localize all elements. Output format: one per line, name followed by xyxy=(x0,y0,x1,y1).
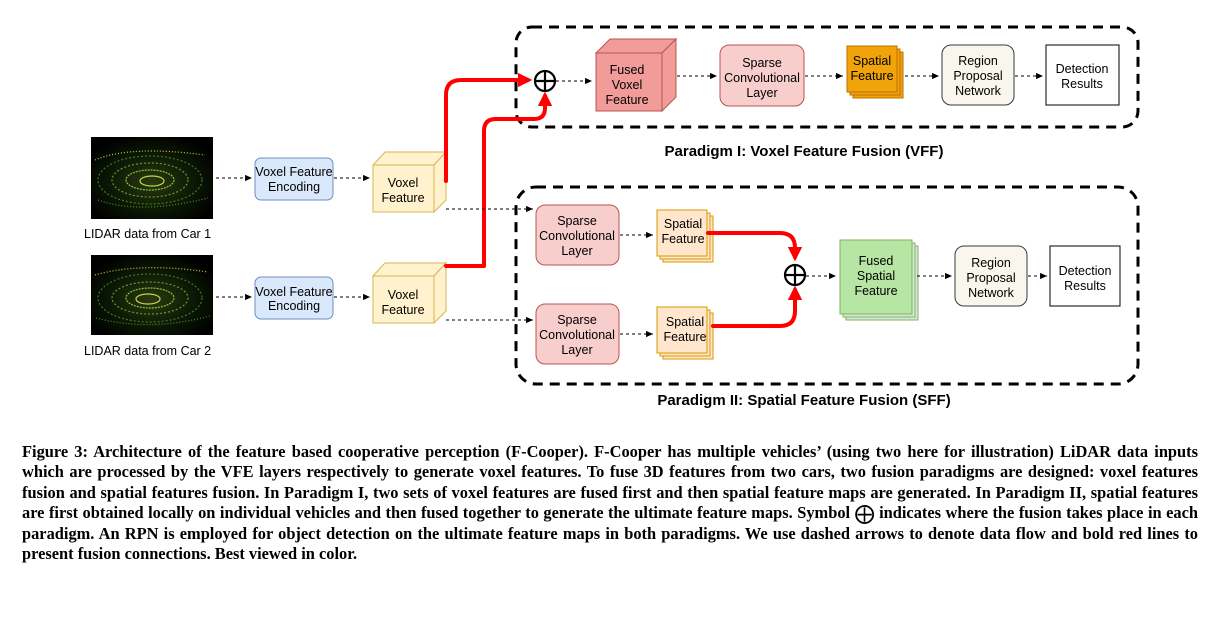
spatial-feature-stack-vff: Spatial Feature xyxy=(846,45,904,99)
svg-text:Proposal: Proposal xyxy=(953,69,1002,83)
svg-text:Spatial: Spatial xyxy=(857,269,895,283)
svg-text:Region: Region xyxy=(971,256,1011,270)
fused-voxel-feature-cube: Fused Voxel Feature xyxy=(594,37,678,113)
svg-text:Encoding: Encoding xyxy=(268,180,320,194)
fusion-symbol-sff xyxy=(783,263,807,287)
sparse-conv-layer-vff: Sparse Convolutional Layer xyxy=(719,44,805,107)
fusion-line-car2-sff xyxy=(711,285,803,328)
svg-text:Sparse: Sparse xyxy=(557,313,597,327)
figure-caption: Figure 3: Architecture of the feature ba… xyxy=(22,442,1198,564)
fusion-line-car1-vff xyxy=(444,72,533,183)
svg-text:Sparse: Sparse xyxy=(742,56,782,70)
svg-text:Voxel: Voxel xyxy=(388,288,419,302)
svg-text:Sparse: Sparse xyxy=(557,214,597,228)
svg-text:Network: Network xyxy=(955,84,1002,98)
svg-text:Convolutional: Convolutional xyxy=(539,229,615,243)
lidar-image-car1 xyxy=(91,137,213,219)
fusion-line-car2-vff xyxy=(444,91,553,268)
paradigm2-frame xyxy=(514,185,1140,386)
svg-text:Detection: Detection xyxy=(1059,264,1112,278)
sparse-conv-layer-sff-car2: Sparse Convolutional Layer xyxy=(535,303,620,365)
svg-text:Convolutional: Convolutional xyxy=(539,328,615,342)
fused-spatial-feature-stack: Fused Spatial Feature xyxy=(839,239,919,321)
svg-text:Feature: Feature xyxy=(605,93,648,107)
svg-text:Feature: Feature xyxy=(661,232,704,246)
svg-text:Spatial: Spatial xyxy=(853,54,891,68)
vfe-box-car1: Voxel Feature Encoding xyxy=(254,157,334,201)
svg-text:Feature: Feature xyxy=(850,69,893,83)
svg-text:Network: Network xyxy=(968,286,1015,300)
voxel-feature-cube-car1: Voxel Feature xyxy=(371,150,448,214)
svg-text:Detection: Detection xyxy=(1056,62,1109,76)
svg-text:Voxel Feature: Voxel Feature xyxy=(255,285,332,299)
svg-text:Fused: Fused xyxy=(610,63,645,77)
svg-text:Voxel Feature: Voxel Feature xyxy=(255,165,332,179)
lidar-image-car2 xyxy=(91,255,213,335)
sparse-conv-layer-sff-car1: Sparse Convolutional Layer xyxy=(535,204,620,266)
fusion-line-car1-sff xyxy=(706,231,803,262)
svg-text:Feature: Feature xyxy=(381,191,424,205)
svg-text:Results: Results xyxy=(1061,77,1103,91)
svg-text:Convolutional: Convolutional xyxy=(724,71,800,85)
svg-text:Feature: Feature xyxy=(663,330,706,344)
detection-results-vff: Detection Results xyxy=(1045,44,1120,106)
caption-text-part2: indicates where the fusion takes place i… xyxy=(22,503,1198,564)
svg-text:Layer: Layer xyxy=(561,244,592,258)
paradigm2-title: Paradigm II: Spatial Feature Fusion (SFF… xyxy=(657,392,950,409)
svg-text:Feature: Feature xyxy=(854,284,897,298)
spatial-feature-stack-sff-car1: Spatial Feature xyxy=(656,209,714,263)
detection-results-sff: Detection Results xyxy=(1049,245,1121,307)
lidar-car1-label: LIDAR data from Car 1 xyxy=(84,227,211,241)
spatial-feature-stack-sff-car2: Spatial Feature xyxy=(656,306,714,360)
svg-text:Voxel: Voxel xyxy=(612,78,643,92)
svg-text:Region: Region xyxy=(958,54,998,68)
svg-text:Layer: Layer xyxy=(746,86,777,100)
svg-text:Feature: Feature xyxy=(381,303,424,317)
svg-text:Proposal: Proposal xyxy=(966,271,1015,285)
svg-text:Layer: Layer xyxy=(561,343,592,357)
architecture-diagram: LIDAR data from Car 1 LIDAR data from Ca… xyxy=(84,25,1140,409)
svg-text:Results: Results xyxy=(1064,279,1106,293)
paradigm1-title: Paradigm I: Voxel Feature Fusion (VFF) xyxy=(665,143,944,160)
rpn-box-sff: Region Proposal Network xyxy=(954,245,1028,307)
caption-text-part1: Figure 3: Architecture of the feature ba… xyxy=(22,442,1198,523)
svg-text:Spatial: Spatial xyxy=(666,315,704,329)
svg-text:Encoding: Encoding xyxy=(268,299,320,313)
svg-text:Spatial: Spatial xyxy=(664,217,702,231)
lidar-car2-label: LIDAR data from Car 2 xyxy=(84,344,211,358)
svg-text:Voxel: Voxel xyxy=(388,176,419,190)
rpn-box-vff: Region Proposal Network xyxy=(941,44,1015,106)
vfe-box-car2: Voxel Feature Encoding xyxy=(254,276,334,320)
paradigm1-frame xyxy=(514,25,1140,129)
svg-text:Fused: Fused xyxy=(859,254,894,268)
voxel-feature-cube-car2: Voxel Feature xyxy=(371,261,448,325)
fusion-symbol-inline-icon: ⨁ xyxy=(854,501,875,526)
fusion-symbol-vff xyxy=(533,69,557,93)
